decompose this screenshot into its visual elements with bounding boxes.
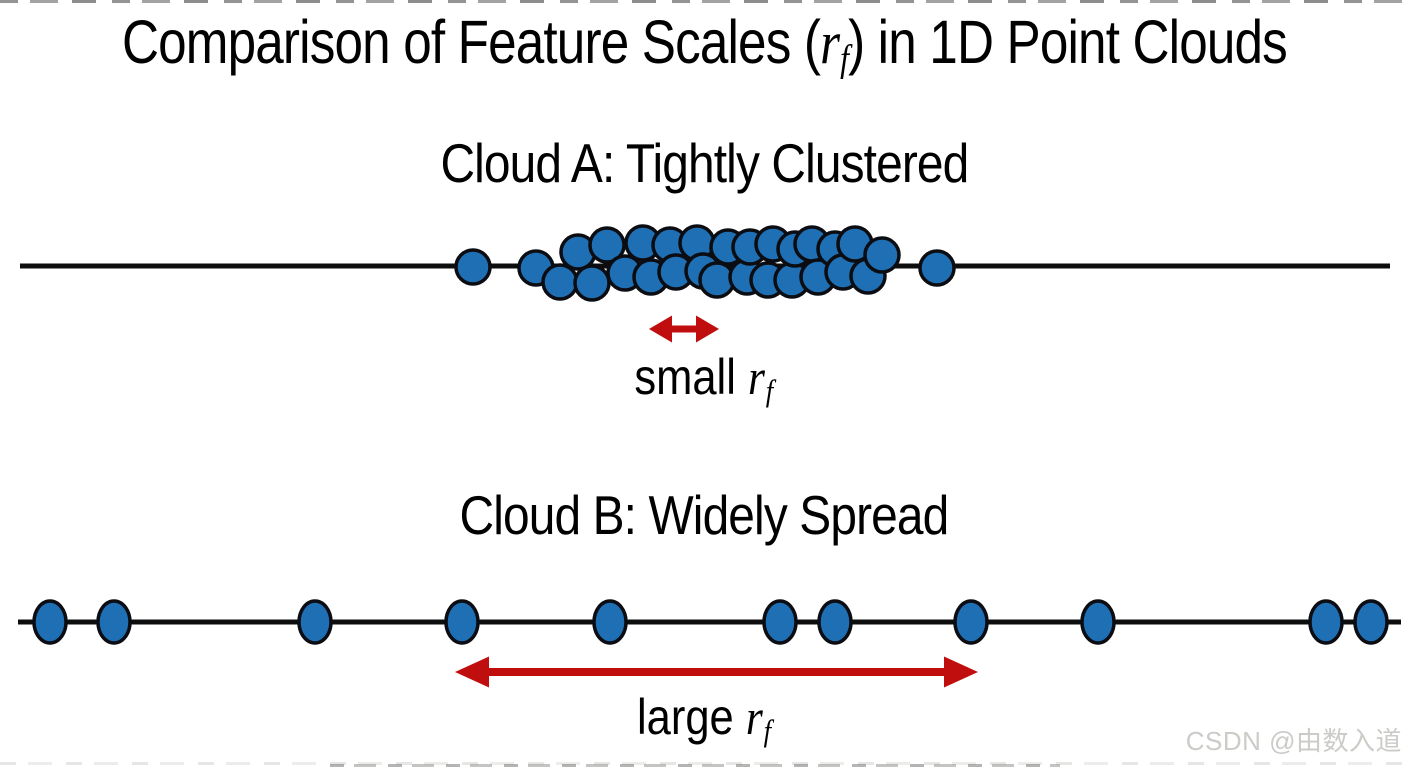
cloud-a-point — [918, 249, 956, 287]
bottom-crop-artifact — [0, 762, 1408, 765]
cloud-b-point — [444, 599, 480, 645]
cloud-a-point — [541, 263, 579, 301]
title-math-sub: f — [839, 38, 849, 81]
title-text-pre: Comparison of Feature Scales ( — [121, 8, 820, 76]
cloud-b-point — [762, 599, 798, 645]
page-title: Comparison of Feature Scales (rf) in 1D … — [0, 12, 1408, 79]
large-rf-arrow — [455, 656, 978, 688]
large-rf-label: large rf — [0, 692, 1408, 746]
small-label-sub: f — [765, 372, 774, 408]
large-label-var: r — [745, 689, 763, 745]
cloud-b-point — [592, 599, 628, 645]
title-text-post: ) in 1D Point Clouds — [847, 8, 1288, 76]
csdn-watermark: CSDN @由数入道 — [1185, 726, 1402, 756]
cloud-b-point — [96, 599, 132, 645]
bottom-crop-artifact-dark — [330, 764, 1060, 767]
cloud-b-point — [297, 599, 333, 645]
cloud-a-subtitle: Cloud A: Tightly Clustered — [440, 132, 969, 194]
cloud-b-point — [953, 599, 989, 645]
small-rf-label: small rf — [0, 352, 1408, 406]
cloud-a-point — [454, 248, 492, 286]
cloud-b-point — [1308, 599, 1344, 645]
small-label-var: r — [748, 349, 766, 405]
small-rf-arrow — [649, 315, 719, 343]
large-label-sub: f — [763, 712, 772, 748]
cloud-a-point — [588, 226, 626, 264]
small-label-text: small — [634, 349, 749, 405]
cloud-b-point — [1080, 599, 1116, 645]
title-math-var: r — [819, 10, 840, 77]
cloud-a-point — [573, 264, 611, 302]
top-crop-artifact — [0, 0, 1408, 3]
large-label-text: large — [636, 689, 746, 745]
cloud-b-point — [817, 599, 853, 645]
cloud-a-point — [863, 236, 901, 274]
cloud-b-subtitle: Cloud B: Widely Spread — [459, 484, 950, 546]
cloud-b-point — [32, 599, 68, 645]
cloud-b-point — [1353, 599, 1389, 645]
